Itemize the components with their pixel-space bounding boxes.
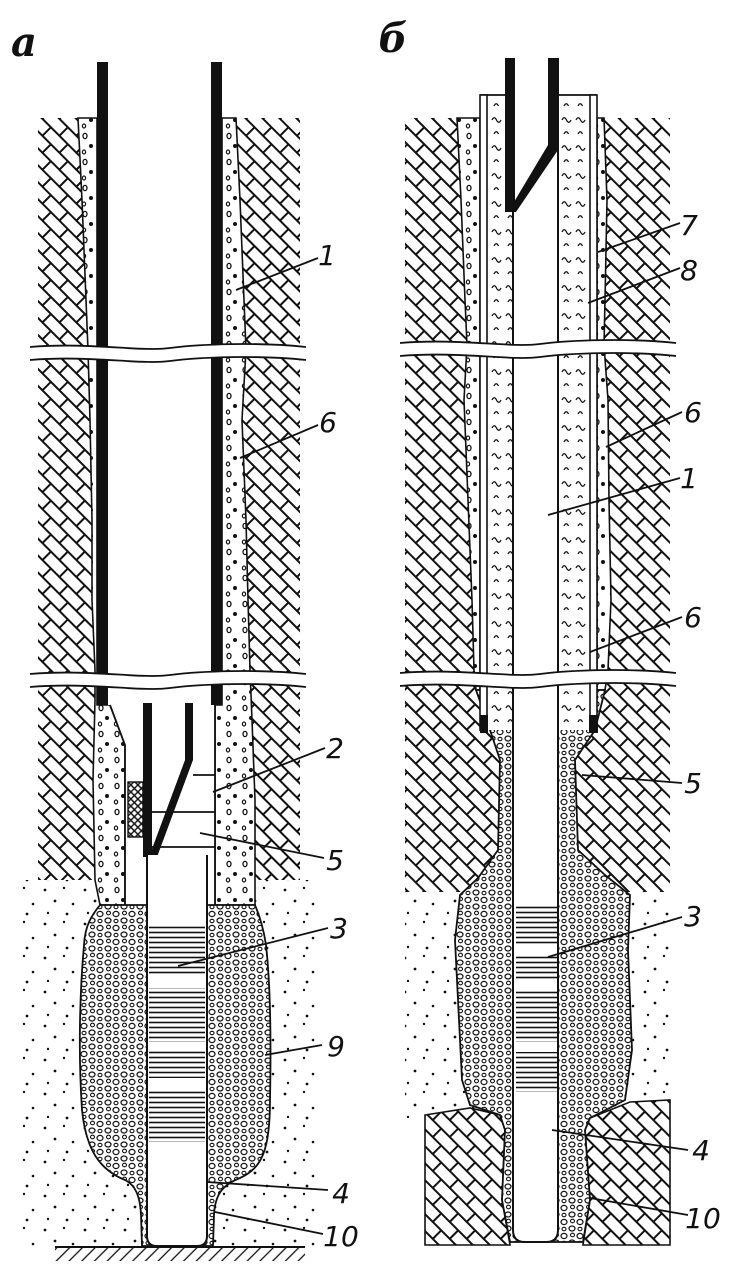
callout-label: 2 (326, 732, 344, 765)
filter-screen (149, 926, 205, 1142)
callout-label: 6 (684, 396, 702, 429)
callout-label: 6 (684, 601, 702, 634)
leader-line (264, 1044, 323, 1056)
callout-label: 3 (330, 912, 348, 945)
callout-label: 4 (332, 1177, 350, 1210)
callout-label: 9 (327, 1030, 345, 1063)
outer-pipe-shoe-left (480, 715, 488, 733)
leader-line (212, 747, 326, 793)
callout-label: 7 (680, 209, 698, 242)
casing-wall-right (211, 62, 222, 705)
leader-line (581, 774, 683, 784)
leader-line (177, 927, 329, 967)
casing-shoe-left (109, 704, 126, 905)
inner-pipe-wall-left (143, 703, 152, 857)
panel-b-label: б (379, 15, 408, 62)
casing-interior (108, 62, 211, 705)
bottom-stratum (55, 1247, 305, 1261)
callout-label: 8 (680, 254, 698, 287)
panel-b: б 7 (379, 15, 721, 1246)
callout-label: 5 (326, 844, 344, 877)
leader-line (239, 424, 319, 459)
screen-slots (516, 990, 557, 1042)
outer-pipe-shoe-right (589, 715, 598, 733)
callout-label: 6 (319, 406, 337, 439)
leader-line (206, 1181, 329, 1191)
panel-a-label: а (11, 19, 37, 66)
outer-pipe-wall-left (479, 94, 488, 731)
screen-slots (149, 1050, 205, 1078)
leader-line (605, 411, 683, 448)
callout-label: 3 (684, 900, 702, 933)
annulus-fill-right (558, 95, 590, 730)
center-pipe-cut-edge (508, 58, 558, 212)
inner-pipe-wall-right (185, 703, 193, 760)
leader-line (235, 257, 319, 291)
casing-wall-left (97, 62, 108, 705)
rock-bottom-right (582, 1099, 671, 1246)
leader-line (589, 1197, 689, 1216)
leader-line (597, 222, 681, 253)
callout-label: 10 (323, 1220, 359, 1253)
leader-line (547, 916, 683, 958)
rock-bottom-left (424, 1107, 511, 1246)
screen-slots (149, 1090, 205, 1142)
screen-slots (516, 954, 557, 980)
screen-slots (516, 1052, 557, 1092)
leader-line (587, 267, 681, 304)
packer (127, 781, 144, 838)
screen-slots (516, 906, 557, 946)
callout-label: 1 (318, 239, 336, 272)
center-pipe-wall-left (505, 58, 515, 212)
filter-screen (516, 906, 557, 1092)
screen-slots (149, 988, 205, 1042)
leader-line (214, 1211, 324, 1235)
outer-pipe-wall-right (589, 94, 598, 731)
leader-line (589, 616, 683, 653)
leader-line (199, 832, 325, 859)
screen-slots (149, 926, 205, 974)
leader-line (551, 1129, 689, 1151)
callout-label: 10 (685, 1202, 721, 1235)
callout-label: 4 (692, 1134, 710, 1167)
inner-pipe-cut-edge (149, 760, 193, 857)
callout-label: 1 (680, 462, 698, 495)
panel-a: а (11, 19, 359, 1261)
leader-line (547, 477, 681, 516)
callout-label: 5 (684, 767, 702, 800)
